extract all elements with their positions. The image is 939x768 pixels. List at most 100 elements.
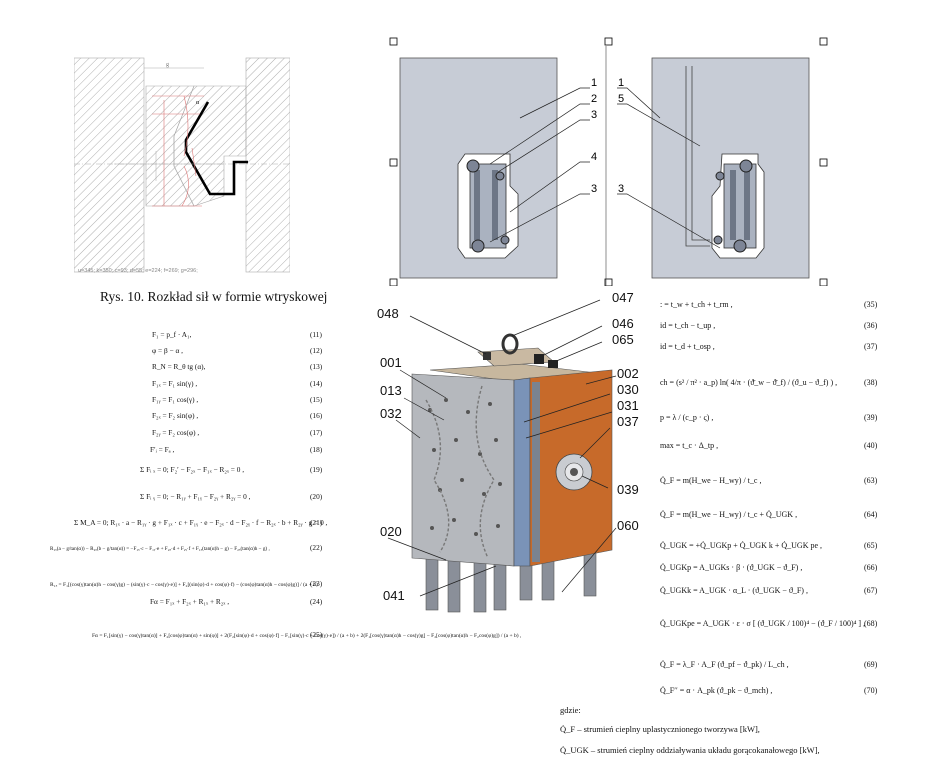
cad-label-1-right: 1 bbox=[618, 77, 624, 89]
equation-right: Q̇_F = m(H_we − H_wy) / t_c , bbox=[660, 476, 762, 485]
equation-left: F₁ₓ = F₁ sin(γ) , (14) bbox=[152, 379, 322, 388]
equation-right: Q̇_F = m(H_we − H_wy) / t_c + Q̇_UGK , bbox=[660, 510, 798, 519]
force-distribution-figure: α g bbox=[74, 57, 290, 273]
equation-number: (17) bbox=[310, 428, 323, 437]
equation-number: (24) bbox=[310, 597, 323, 606]
equation-number: (20) bbox=[310, 492, 323, 501]
equation-number: (63) bbox=[864, 476, 878, 485]
equation-text: F₂ᵧ = F₂ cos(φ) , bbox=[152, 428, 200, 437]
injection-mold-render bbox=[387, 299, 617, 613]
mold-part-label: 002 bbox=[617, 366, 639, 381]
equation-right: Q̇_UGK = +Q̇_UGKp + Q̇_UGK k + Q̇_UGK pe… bbox=[660, 541, 823, 550]
equation-left: R_N = R_θ tg (α), (13) bbox=[152, 362, 322, 371]
equation-number: (16) bbox=[310, 411, 323, 420]
equation-text: F′ᵢ = Fₐ , bbox=[150, 445, 175, 454]
equation-left: φ = β − α , (12) bbox=[152, 346, 322, 355]
equation-text: Σ Fᵢ ᵧ = 0; − R₁ᵧ + F₁ᵧ − F₂ᵧ + R₂ᵧ = 0 … bbox=[140, 492, 251, 501]
equation-right: id = t_ch − t_up , bbox=[660, 321, 716, 330]
equation-right: ch = (s² / π² · a_p) ln( 4/π · (ϑ̄_w − ϑ… bbox=[660, 378, 838, 387]
mold-part-label: 065 bbox=[612, 332, 634, 347]
equation-right: id = t_d + t_osp , bbox=[660, 342, 715, 351]
equation-text: Σ Fᵢ ₓ = 0; F₂′ − F₂ₓ − F₁ₓ − R₂ₓ = 0 , bbox=[140, 465, 245, 474]
equation-left: Σ Fᵢ ᵧ = 0; − R₁ᵧ + F₁ᵧ − F₂ᵧ + R₂ᵧ = 0 … bbox=[140, 492, 322, 501]
equation-right: Q̇_UGKp = A_UGKs · β · (ϑ_UGK − ϑ_F) , bbox=[660, 563, 803, 572]
equation-number: (65) bbox=[864, 541, 878, 550]
mold-part-label: 013 bbox=[380, 383, 402, 398]
mold-part-label: 031 bbox=[617, 398, 639, 413]
equation-text: F₁ᵧ = F₁ cos(γ) , bbox=[152, 395, 199, 404]
equation-number: (11) bbox=[310, 330, 322, 339]
equation-number: (12) bbox=[310, 346, 323, 355]
equation-number: (39) bbox=[864, 413, 878, 422]
cad-label-3-left: 3 bbox=[591, 109, 597, 121]
equation-text: F₁ₓ = F₁ sin(γ) , bbox=[152, 379, 198, 388]
equation-left: R₁ₓ(a − g/tan(α)) − R₂ₓ(b − g/tan(α)) = … bbox=[50, 543, 322, 552]
equation-number: (15) bbox=[310, 395, 323, 404]
definition-qf: Q̇_F – strumień cieplny uplastycznionego… bbox=[560, 724, 760, 734]
equation-number: (68) bbox=[864, 619, 878, 628]
equation-text: Fα = F₁ₓ + F₂ₓ + R₁ₓ + R₂ₓ , bbox=[150, 597, 230, 606]
equation-number: (38) bbox=[864, 378, 878, 387]
mold-part-label: 041 bbox=[383, 588, 405, 603]
equation-left: R₁ₓ = F₁[(cos(γ)tan(α)h − cos(γ)g) − (si… bbox=[50, 579, 322, 588]
cad-label-3-right: 3 bbox=[618, 183, 624, 195]
equation-number: (21) bbox=[310, 518, 323, 527]
where-label: gdzie: bbox=[560, 705, 581, 715]
equation-number: (66) bbox=[864, 563, 878, 572]
equation-left: F′ᵢ = Fₐ , (18) bbox=[150, 445, 322, 454]
mold-part-label: 048 bbox=[377, 306, 399, 321]
equation-right: Q̇_F = λ_F · A_F (ϑ_pf − ϑ_pk) / L_ch , bbox=[660, 660, 789, 669]
equation-left: F₂ᵧ = F₂ cos(φ) , (17) bbox=[152, 428, 322, 437]
mold-part-label: 047 bbox=[612, 290, 634, 305]
right-insert bbox=[685, 66, 765, 259]
equation-text: R_N = R_θ tg (α), bbox=[152, 362, 206, 371]
equation-number: (22) bbox=[310, 543, 323, 552]
equation-left: F₁ = p_f · A₁, (11) bbox=[152, 330, 322, 339]
equation-text: φ = β − α , bbox=[152, 346, 183, 355]
mold-part-label: 020 bbox=[380, 524, 402, 539]
equation-left: F₂ₓ = F₂ sin(φ) ,(16) bbox=[152, 411, 322, 420]
equation-left: Fα = F₁ₓ + F₂ₓ + R₁ₓ + R₂ₓ , (24) bbox=[150, 597, 322, 606]
equation-right: p = λ / (c_p · ς) , bbox=[660, 413, 714, 422]
equation-text: Fα = F₁[sin(γ) − cos(γ)tan(α)] + F₂[cos(… bbox=[92, 633, 522, 639]
equation-number: (18) bbox=[310, 445, 323, 454]
equation-number: (70) bbox=[864, 686, 878, 695]
cad-label-2-left: 2 bbox=[591, 93, 597, 105]
equation-number: (14) bbox=[310, 379, 323, 388]
equation-number: (64) bbox=[864, 510, 878, 519]
left-insert bbox=[457, 153, 519, 259]
equation-number: (37) bbox=[864, 342, 878, 351]
selection-handles bbox=[389, 37, 828, 286]
equation-number: (69) bbox=[864, 660, 878, 669]
equation-right: Q̇_UGKk = A_UGK · α_L · (ϑ_UGK − ϑ_F) , bbox=[660, 586, 808, 595]
mold-part-label: 039 bbox=[617, 482, 639, 497]
equation-text: R₁ₓ(a − g/tan(α)) − R₂ₓ(b − g/tan(α)) = … bbox=[50, 546, 270, 552]
svg-text:g: g bbox=[166, 62, 169, 68]
equation-left: F₁ᵧ = F₁ cos(γ) , (15) bbox=[152, 395, 322, 404]
equation-right: Q̇_F′′ = α · A_pk (ϑ_pk − ϑ_mch) , bbox=[660, 686, 773, 695]
mold-part-label: 030 bbox=[617, 382, 639, 397]
mold-part-label: 032 bbox=[380, 406, 402, 421]
mold-part-label: 060 bbox=[617, 518, 639, 533]
equation-number: (25) bbox=[310, 630, 323, 639]
mold-part-label: 001 bbox=[380, 355, 402, 370]
equation-text: Σ M_A = 0; R₁ₓ · a − R₁ᵧ · g + F₁ₓ · c +… bbox=[74, 518, 328, 527]
cad-label-4-left: 4 bbox=[591, 151, 597, 163]
equation-number: (35) bbox=[864, 300, 878, 309]
equation-right: Q̇_UGKpe = A_UGK · ε · σ [ (ϑ_UGK / 100)… bbox=[660, 619, 866, 628]
equation-number: (36) bbox=[864, 321, 878, 330]
mold-plate-drawing: 1 2 3 4 3 1 5 3 bbox=[389, 37, 828, 286]
equation-number: (23) bbox=[310, 579, 323, 588]
equation-right: : = t_w + t_ch + t_rm , bbox=[660, 300, 733, 309]
mold-part-label: 046 bbox=[612, 316, 634, 331]
equation-number: (67) bbox=[864, 586, 878, 595]
equation-text: R₁ₓ = F₁[(cos(γ)tan(α)h − cos(γ)g) − (si… bbox=[50, 582, 318, 588]
equation-text: F₁ = p_f · A₁, bbox=[152, 330, 192, 339]
cad-label-5-right: 5 bbox=[618, 93, 624, 105]
equation-left: Σ M_A = 0; R₁ₓ · a − R₁ᵧ · g + F₁ₓ · c +… bbox=[74, 518, 327, 527]
equation-left: Σ Fᵢ ₓ = 0; F₂′ − F₂ₓ − F₁ₓ − R₂ₓ = 0 ,(… bbox=[140, 465, 322, 474]
mold-part-label: 037 bbox=[617, 414, 639, 429]
equation-number: (13) bbox=[310, 362, 323, 371]
cad-label-3b-left: 3 bbox=[591, 183, 597, 195]
definition-qugk: Q̇_UGK – strumień cieplny oddziaływania … bbox=[560, 745, 820, 755]
